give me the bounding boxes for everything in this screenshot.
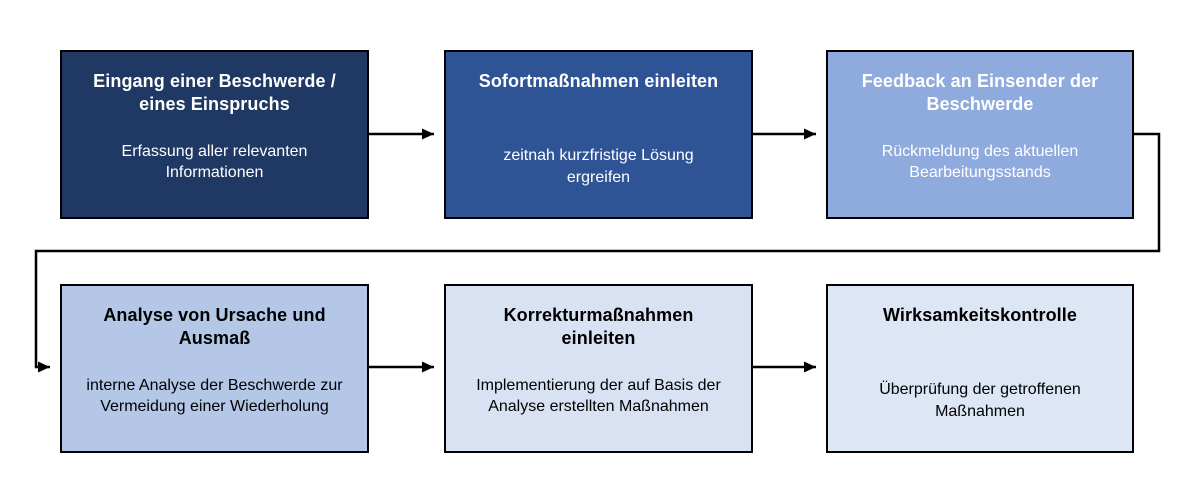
flow-node-title: Analyse von Ursache und Ausmaß: [103, 305, 326, 349]
flow-node-title: Wirksamkeitskontrolle: [882, 305, 1077, 325]
flow-node-description: Implementierung der auf Basis der Analys…: [476, 376, 721, 416]
flow-node-title: Korrekturmaßnahmen einleiten: [503, 305, 694, 349]
flow-node-description: zeitnah kurzfristige Lösung ergreifen: [503, 147, 694, 186]
flow-node-title: Feedback an Einsender der Beschwerde: [861, 71, 1099, 115]
flow-node-title: Eingang einer Beschwerde / eines Einspru…: [93, 71, 336, 115]
flow-node-feedback[interactable]: Feedback an Einsender der Beschwerde Rüc…: [826, 50, 1134, 219]
connector-analyse-to-korrektur: [369, 361, 434, 373]
flow-node-title: Sofortmaßnahmen einleiten: [478, 71, 719, 91]
flow-node-wirksamkeit[interactable]: Wirksamkeitskontrolle Überprüfung der ge…: [826, 284, 1134, 453]
flow-node-description: Erfassung aller relevanten Informationen: [121, 142, 308, 182]
flow-node-sofortmassnahmen[interactable]: Sofortmaßnahmen einleiten zeitnah kurzfr…: [444, 50, 753, 219]
flow-node-description: Überprüfung der getroffenen Maßnahmen: [879, 381, 1081, 420]
connector-eingang-to-sofortmassnahmen: [369, 128, 434, 140]
connector-korrektur-to-wirksamkeit: [753, 361, 816, 373]
flow-node-description: Rückmeldung des aktuellen Bearbeitungsst…: [881, 142, 1079, 182]
flow-node-description: interne Analyse der Beschwerde zur Verme…: [86, 376, 343, 416]
flow-node-analyse[interactable]: Analyse von Ursache und Ausmaß interne A…: [60, 284, 369, 453]
flow-node-eingang[interactable]: Eingang einer Beschwerde / eines Einspru…: [60, 50, 369, 219]
flow-node-korrektur[interactable]: Korrekturmaßnahmen einleiten Implementie…: [444, 284, 753, 453]
connector-sofortmassnahmen-to-feedback: [753, 128, 816, 140]
